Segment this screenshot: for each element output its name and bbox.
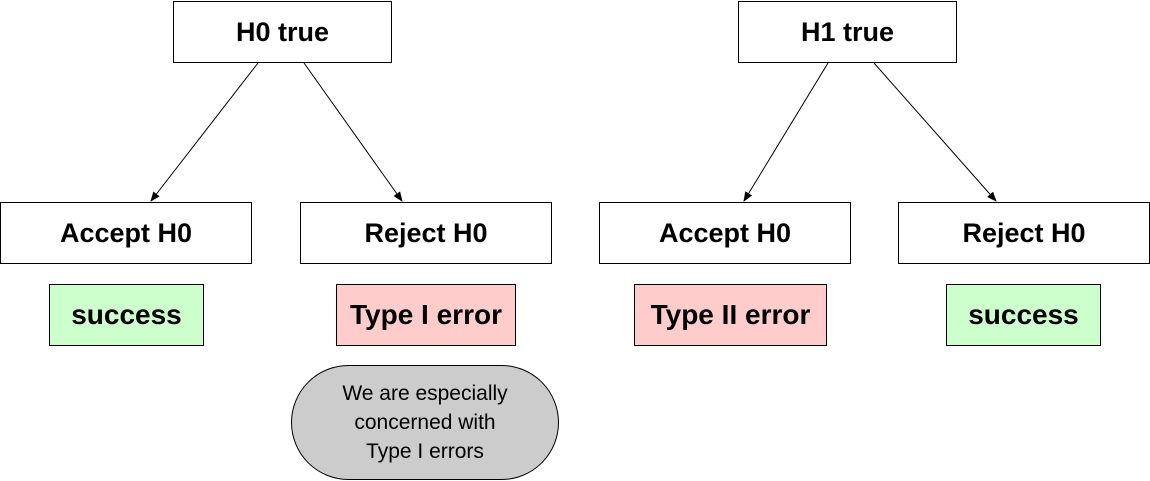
h1-accept-h0-node: Accept H0 xyxy=(599,202,851,264)
h1-reject-h0-node: Reject H0 xyxy=(898,202,1150,264)
h1-reject-outcome-success: success xyxy=(946,284,1101,346)
h1-accept-outcome-type-ii-error: Type II error xyxy=(634,284,827,346)
edge-h1-to-reject xyxy=(873,62,997,202)
h0-reject-h0-node: Reject H0 xyxy=(300,202,552,264)
hypothesis-h0-true-node: H0 true xyxy=(173,1,392,63)
note-text: We are especially concerned with Type I … xyxy=(342,379,507,466)
edge-h0-to-accept xyxy=(150,62,259,202)
note-line: Type I errors xyxy=(366,440,484,463)
note-line: concerned with xyxy=(354,411,496,434)
hypothesis-h1-true-node: H1 true xyxy=(738,1,957,63)
h0-accept-h0-node: Accept H0 xyxy=(0,202,252,264)
h0-accept-outcome-success: success xyxy=(49,284,204,346)
h0-reject-outcome-type-i-error: Type I error xyxy=(336,284,516,346)
note-line: We are especially xyxy=(342,382,508,405)
edge-h0-to-reject xyxy=(303,62,403,202)
edge-h1-to-accept xyxy=(743,62,829,202)
type-i-error-note: We are especially concerned with Type I … xyxy=(291,365,559,480)
